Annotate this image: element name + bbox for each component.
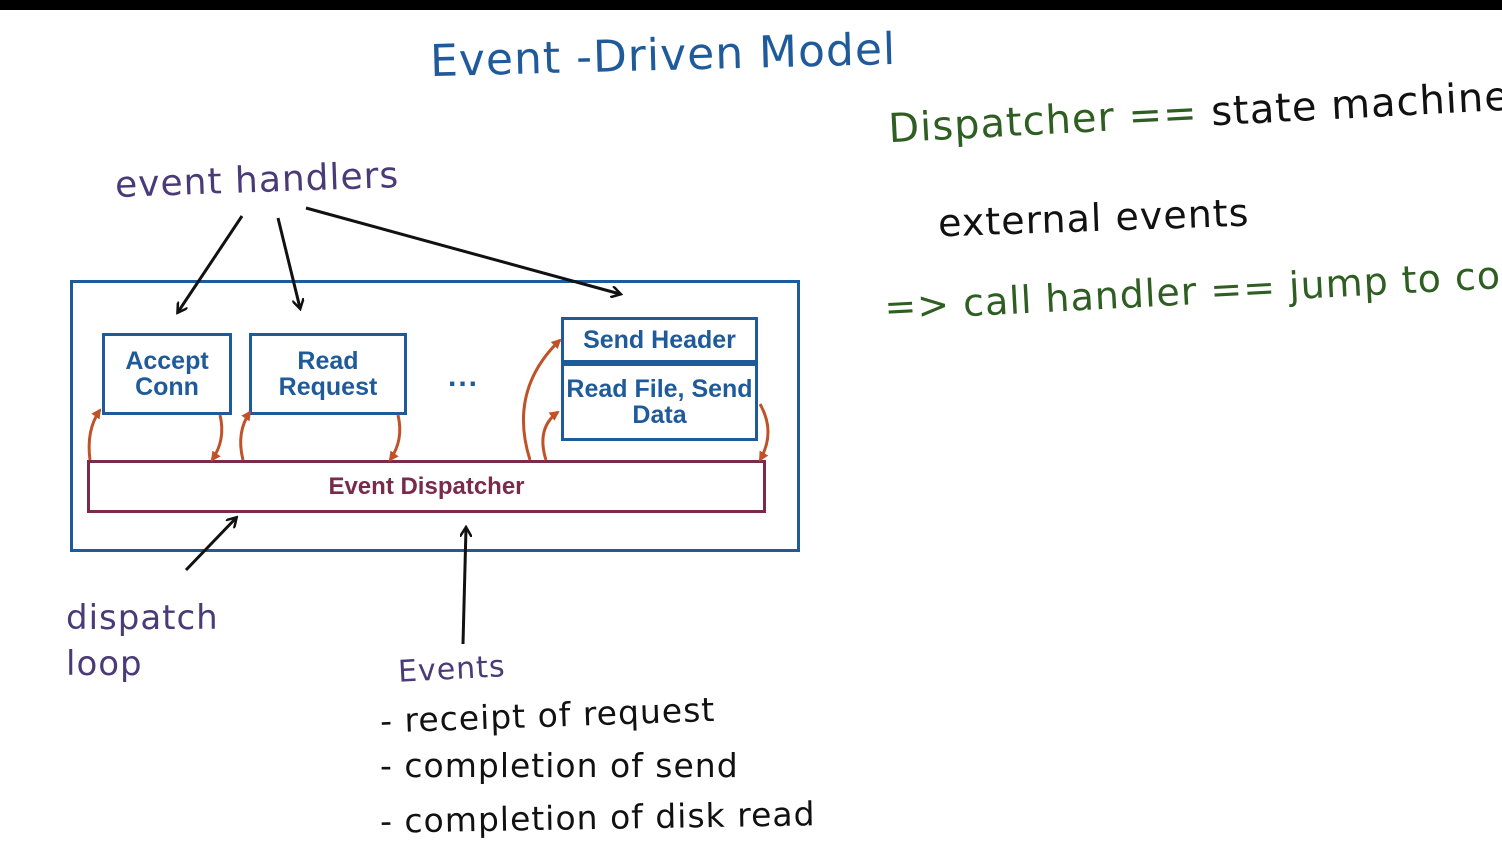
video-top-bar <box>0 0 1502 10</box>
event-item-send: - completion of send <box>380 746 739 785</box>
arrow-to-accept-conn <box>178 215 244 312</box>
cycle-down-read-file <box>758 403 770 462</box>
event-dispatcher: Event Dispatcher <box>87 460 766 513</box>
arrow-to-send-header <box>305 206 620 294</box>
send-header-handler: Send Header <box>561 317 758 363</box>
dispatch-loop-arrow <box>184 518 236 572</box>
cycle-up-read-file <box>541 410 560 461</box>
dispatch-cycle-arrows <box>87 338 770 462</box>
events-arrow <box>463 528 466 645</box>
dispatch-loop-label: dispatch loop <box>66 598 219 684</box>
read-request-handler: Read Request <box>249 333 407 415</box>
accept-conn-handler: Accept Conn <box>102 333 232 415</box>
cycle-up-accept <box>87 408 102 461</box>
read-file-send-data-handler: Read File, Send Data <box>561 363 758 441</box>
event-driven-frame <box>70 280 800 552</box>
more-handlers-ellipsis: ... <box>448 360 480 393</box>
arrow-to-read-request <box>276 217 300 308</box>
cycle-down-accept <box>210 414 224 462</box>
cycle-up-send-header <box>522 338 562 461</box>
handler-label-arrows <box>178 206 620 312</box>
cycle-down-read <box>388 414 402 462</box>
cycle-up-read <box>239 410 252 461</box>
events-list: - receipt of request - completion of sen… <box>379 688 815 844</box>
